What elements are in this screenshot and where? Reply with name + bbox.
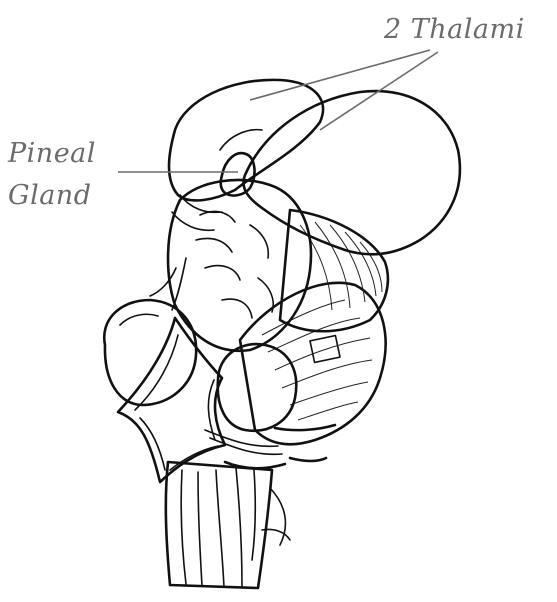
pineal-gland (172, 153, 255, 230)
thalami (169, 80, 460, 254)
pons (240, 283, 386, 461)
medulla (166, 462, 290, 588)
thalami-label: 2 Thalami (384, 14, 525, 45)
pineal-label-line1: Pineal (8, 138, 96, 169)
leader-lines (118, 50, 438, 172)
thalamus-left (169, 80, 323, 201)
pineal-label-line2: Gland (8, 180, 91, 211)
left-lobe (104, 300, 196, 405)
